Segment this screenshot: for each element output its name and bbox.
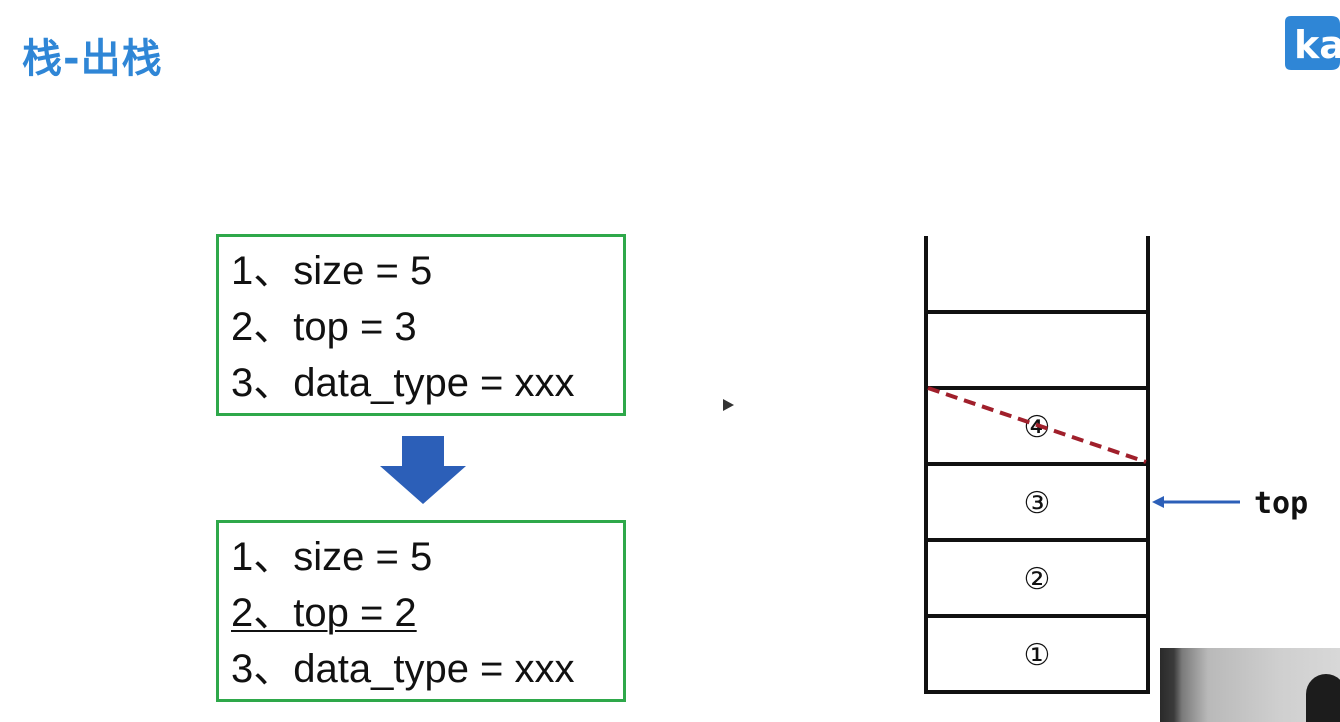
slide-title: 栈-出栈 bbox=[22, 36, 163, 82]
webcam-overlay bbox=[1160, 648, 1340, 722]
down-arrow-icon bbox=[380, 436, 466, 504]
size-line: 1、size = 5 bbox=[231, 249, 433, 293]
slot-3-label: ③ bbox=[1024, 486, 1051, 521]
size-line: 1、size = 5 bbox=[231, 535, 433, 579]
stack-state-before: 1、size = 5 2、top = 3 3、data_type = xxx bbox=[216, 234, 626, 416]
top-line: 2、top = 3 bbox=[231, 305, 417, 349]
slot-2-label: ② bbox=[1024, 562, 1051, 597]
webcam-person bbox=[1306, 674, 1340, 722]
stack-diagram: ④ ③ ② ① top bbox=[924, 236, 1308, 694]
logo: ka bbox=[1285, 16, 1340, 70]
play-icon[interactable] bbox=[721, 398, 735, 412]
left-arrow-icon bbox=[1152, 496, 1240, 508]
slot-1-label: ① bbox=[1024, 638, 1051, 673]
removed-slot-strike bbox=[927, 386, 1147, 464]
top-pointer-label: top bbox=[1254, 486, 1308, 521]
data-type-line: 3、data_type = xxx bbox=[231, 361, 575, 405]
stack-state-after: 1、size = 5 2、top = 2 3、data_type = xxx bbox=[216, 520, 626, 702]
data-type-line: 3、data_type = xxx bbox=[231, 647, 575, 691]
top-line-updated: 2、top = 2 bbox=[231, 591, 417, 635]
logo-text: ka bbox=[1294, 23, 1340, 67]
